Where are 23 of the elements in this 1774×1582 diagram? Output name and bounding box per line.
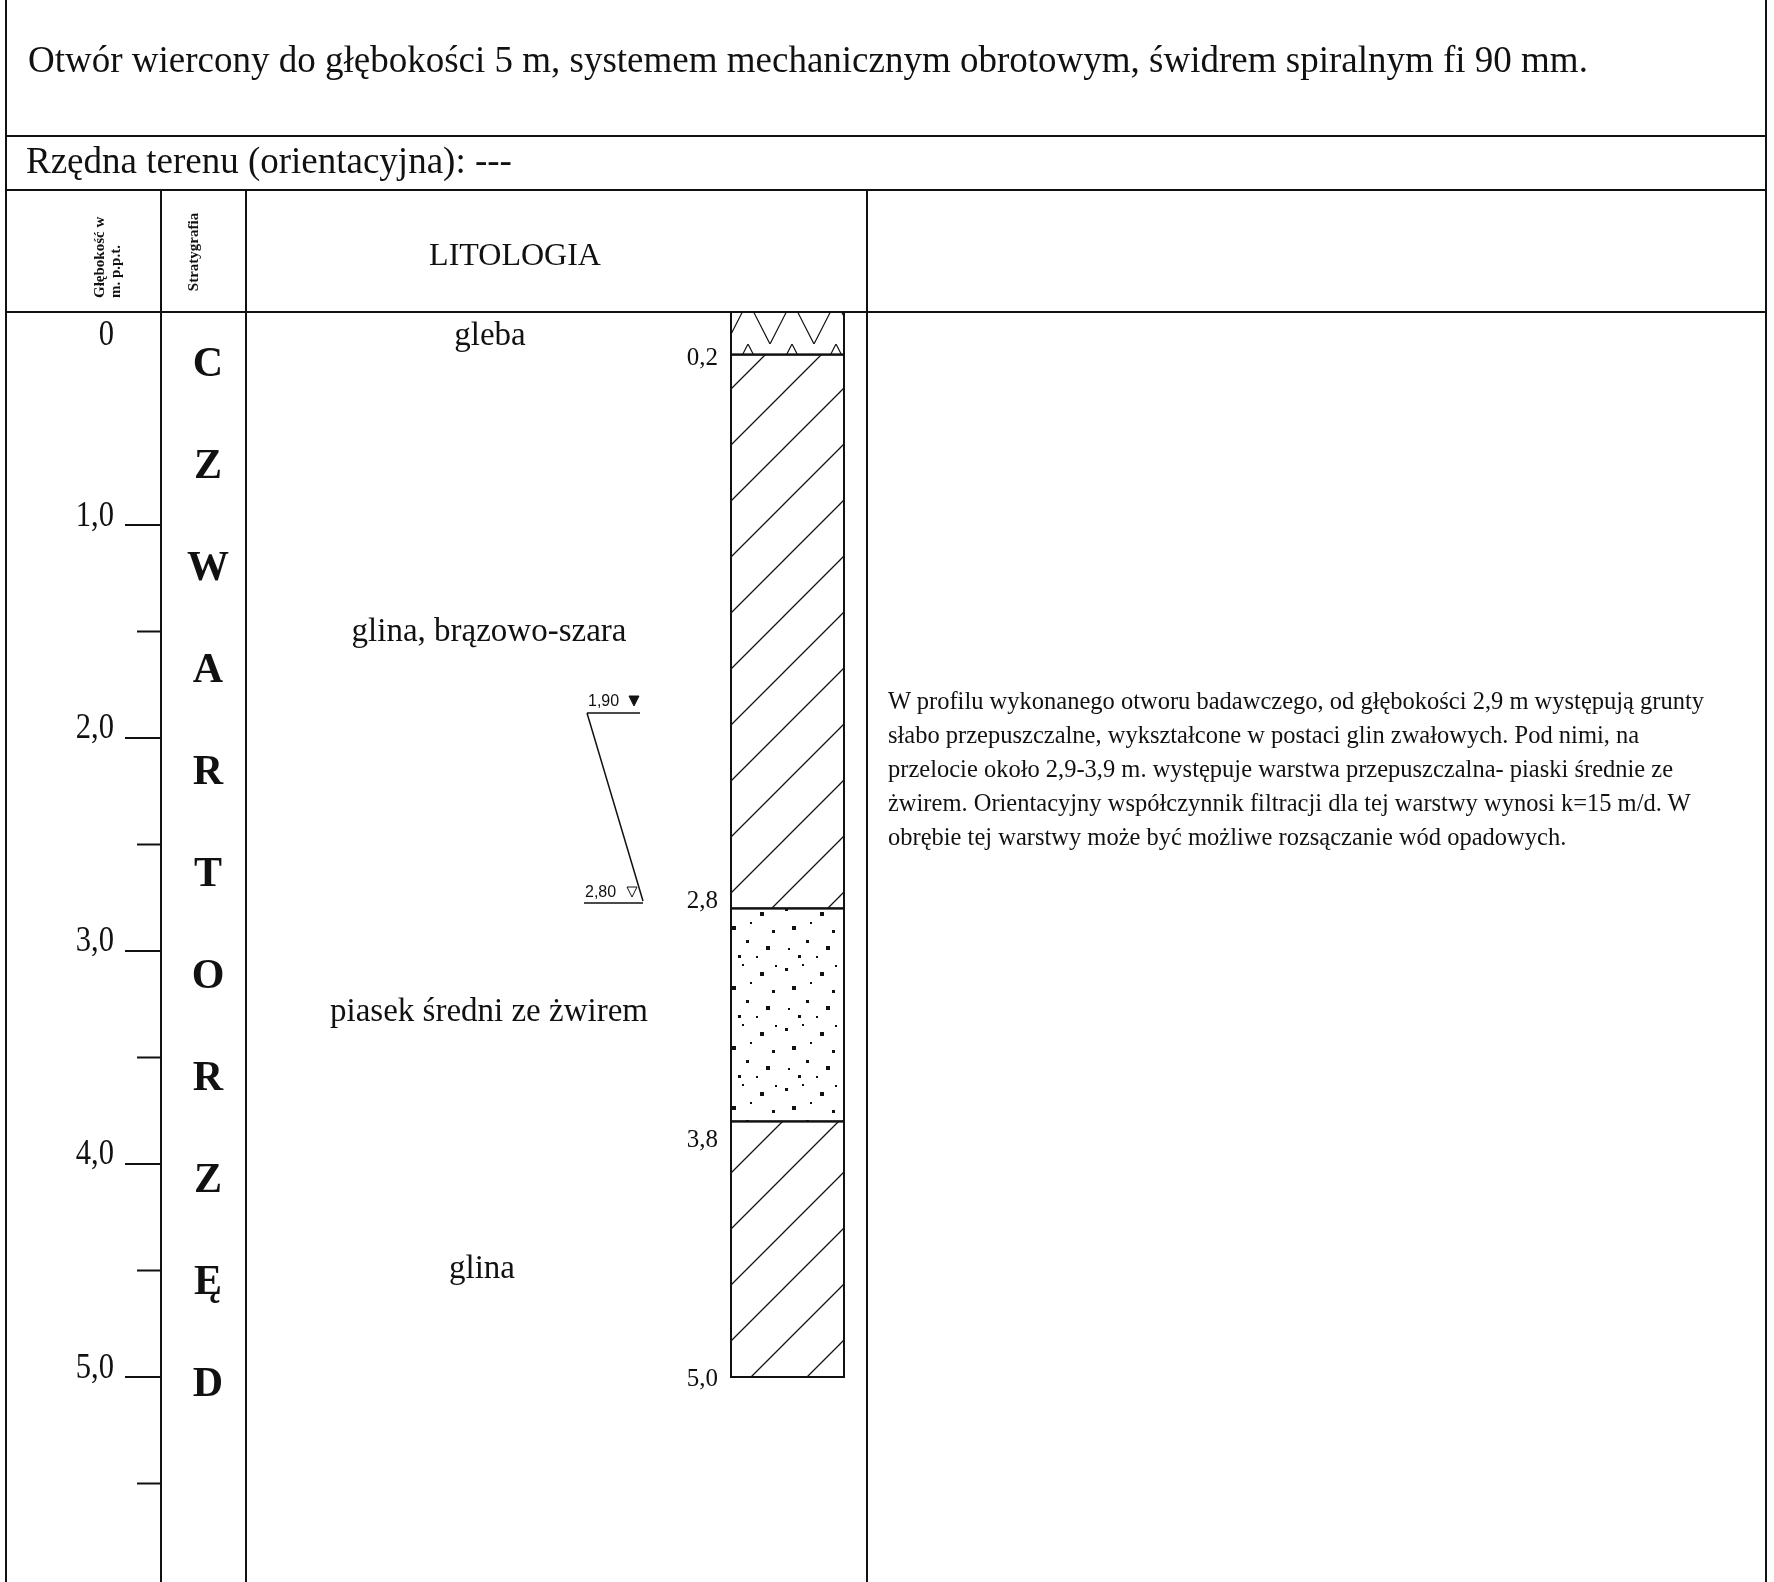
depth-value: 1,0 — [75, 495, 114, 535]
column-header: Głębokość w m. p.p.t. — [90, 215, 124, 298]
column-header: Stratygrafia — [184, 212, 202, 292]
depth-value: 5,0 — [75, 1347, 114, 1387]
depth-value: 4,0 — [75, 1133, 114, 1173]
depth-value: 0 — [98, 314, 114, 354]
stratigraphy-label: CZWARTORZĘD — [186, 338, 230, 1407]
lithology-description: glina — [449, 1248, 515, 1286]
water-level-value: 2,80 — [585, 883, 617, 901]
layer-boundary-depth: 5,0 — [686, 1364, 718, 1392]
depth-value: 3,0 — [75, 920, 114, 960]
layer-boundary-depth: 3,8 — [686, 1125, 718, 1153]
water-level-value: 1,90 — [588, 692, 620, 710]
layer-boundary-depth: 2,8 — [686, 886, 718, 914]
lithology-description: gleba — [454, 315, 526, 353]
title: Otwór wiercony do głębokości 5 m, systemem mechanicznym obrotowym, świdrem spiralnym fi 90 mm. — [28, 39, 1588, 81]
ground-level-label: Rzędna terenu (orientacyjna): --- — [26, 140, 512, 182]
lithology-description: glina, brązowo-szara — [351, 611, 627, 649]
description-paragraph: W profilu wykonanego otworu badawczego, od głębokości 2,9 m występują grunty słabo przepuszczalne, wykształcone w postaci glin zwałowych. Pod nimi, na przelocie około 2,9-3,9 m. występuje warstwa przepuszczalna- piaski średnie ze żwirem. Orientacyjny współczynnik filtracji dla tej warstwy wynosi k=15 m/d. W obrębie tej warstwy może być możliwe rozsączanie wód opadowych. — [888, 686, 1706, 852]
lithology-description: piasek średni ze żwirem — [330, 991, 648, 1029]
column-header: LITOLOGIA — [429, 237, 601, 273]
layer-boundary-depth: 0,2 — [686, 343, 718, 371]
depth-value: 2,0 — [75, 707, 114, 747]
